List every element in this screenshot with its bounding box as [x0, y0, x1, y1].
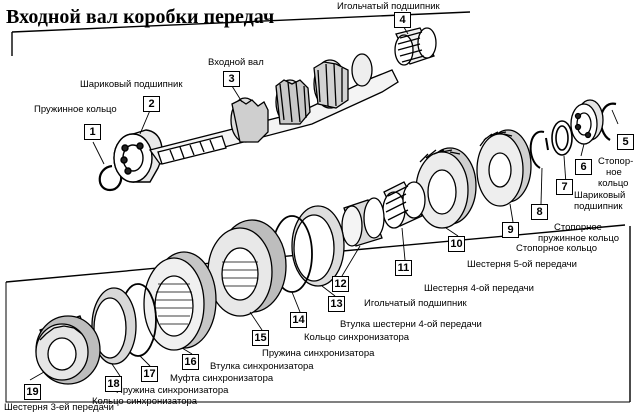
- part-6-label-line2: подшипник: [574, 201, 623, 212]
- part-12-number: 12: [332, 276, 349, 292]
- part-5-label-line2: ное: [606, 167, 622, 178]
- gear-5th-part-9: [476, 129, 532, 207]
- part-10-number: 10: [448, 236, 465, 252]
- leader-15: [249, 311, 263, 331]
- part-7-label-line2: пружинное кольцо: [538, 233, 619, 244]
- part-14-label: Пружина синхронизатора: [262, 348, 375, 359]
- input-shaft-part-3: [148, 53, 399, 165]
- snap-ring-part-1: [98, 164, 123, 192]
- frame-upper-diagonal: [11, 11, 471, 33]
- part-7-label-line1: Стопорное: [554, 222, 602, 233]
- leader-17: [139, 355, 151, 367]
- part-9-label: Шестерня 5-ой передачи: [467, 259, 577, 270]
- synchro-hub-part-15: [207, 219, 287, 317]
- leader-10: [445, 227, 459, 237]
- part-1-number: 1: [84, 124, 101, 140]
- part-12-label: Втулка шестерни 4-ой передачи: [340, 319, 482, 330]
- part-6-label-line1: Шариковый: [574, 190, 626, 201]
- part-13-number: 13: [328, 296, 345, 312]
- part-3-label: Входной вал: [208, 57, 264, 68]
- part-4-number: 4: [394, 12, 411, 28]
- part-11-label: Игольчатый подшипник: [364, 298, 467, 309]
- retaining-ring-part-8: [529, 130, 549, 169]
- frame-lower: [5, 282, 630, 403]
- part-2-number: 2: [143, 96, 160, 112]
- part-1-label: Пружинное кольцо: [34, 104, 117, 115]
- part-5-number: 5: [617, 134, 634, 150]
- part-16-number: 16: [182, 354, 199, 370]
- ball-bearing-part-2: [113, 129, 163, 183]
- part-2-label: Шариковый подшипник: [80, 79, 183, 90]
- leader-16: [181, 347, 193, 355]
- part-3-number: 3: [223, 71, 240, 87]
- part-15-label: Втулка синхронизатора: [210, 361, 314, 372]
- leader-6: [580, 143, 585, 157]
- diagram-title: Входной вал коробки передач: [6, 6, 275, 28]
- leader-2: [139, 107, 152, 135]
- part-18-number: 18: [105, 376, 122, 392]
- needle-bearing-part-4: [394, 27, 437, 66]
- leader-3: [231, 85, 243, 103]
- part-19-label: Шестерня 3-ей передачи: [4, 402, 114, 413]
- part-4-label: Игольчатый подшипник: [337, 1, 440, 12]
- part-13-label: Кольцо синхронизатора: [304, 332, 410, 343]
- leader-5: [611, 109, 619, 125]
- leader-18: [111, 363, 121, 377]
- part-16-label: Муфта синхронизатора: [170, 373, 274, 384]
- synchro-sleeve-part-16: [143, 251, 217, 351]
- part-5-label-line3: кольцо: [598, 178, 629, 189]
- part-17-number: 17: [141, 366, 158, 382]
- part-8-label: Стопорное кольцо: [516, 243, 598, 254]
- leader-13: [321, 285, 336, 297]
- part-17-label: Пружина синхронизатора: [116, 385, 229, 396]
- leader-14: [291, 291, 301, 313]
- gear-4th-part-10: [415, 147, 477, 229]
- needle-bearing-part-11: [382, 181, 426, 229]
- ball-bearing-part-6: [570, 99, 604, 145]
- leader-lines: [29, 23, 619, 381]
- leader-8: [540, 167, 543, 205]
- part-10-label: Шестерня 4-ой передачи: [424, 283, 534, 294]
- part-15-number: 15: [252, 330, 269, 346]
- gear-3rd-part-19: [35, 315, 101, 385]
- part-9-number: 9: [502, 222, 519, 238]
- snap-ring-part-7: [551, 120, 573, 156]
- leader-12: [341, 245, 361, 277]
- part-18-label: Кольцо синхронизатора: [92, 396, 198, 407]
- part-6-number: 6: [575, 159, 592, 175]
- part-7-number: 7: [556, 179, 573, 195]
- leader-1: [92, 141, 105, 165]
- synchro-ring-part-18: [91, 287, 137, 365]
- leader-9: [509, 203, 514, 223]
- leader-11: [401, 227, 406, 261]
- part-11-number: 11: [395, 260, 412, 276]
- part-8-number: 8: [531, 204, 548, 220]
- part-5-label-line1: Стопор-: [598, 156, 634, 167]
- part-14-number: 14: [290, 312, 307, 328]
- part-19-number: 19: [24, 384, 41, 400]
- sleeve-part-12: [341, 197, 385, 247]
- leader-19: [29, 371, 45, 381]
